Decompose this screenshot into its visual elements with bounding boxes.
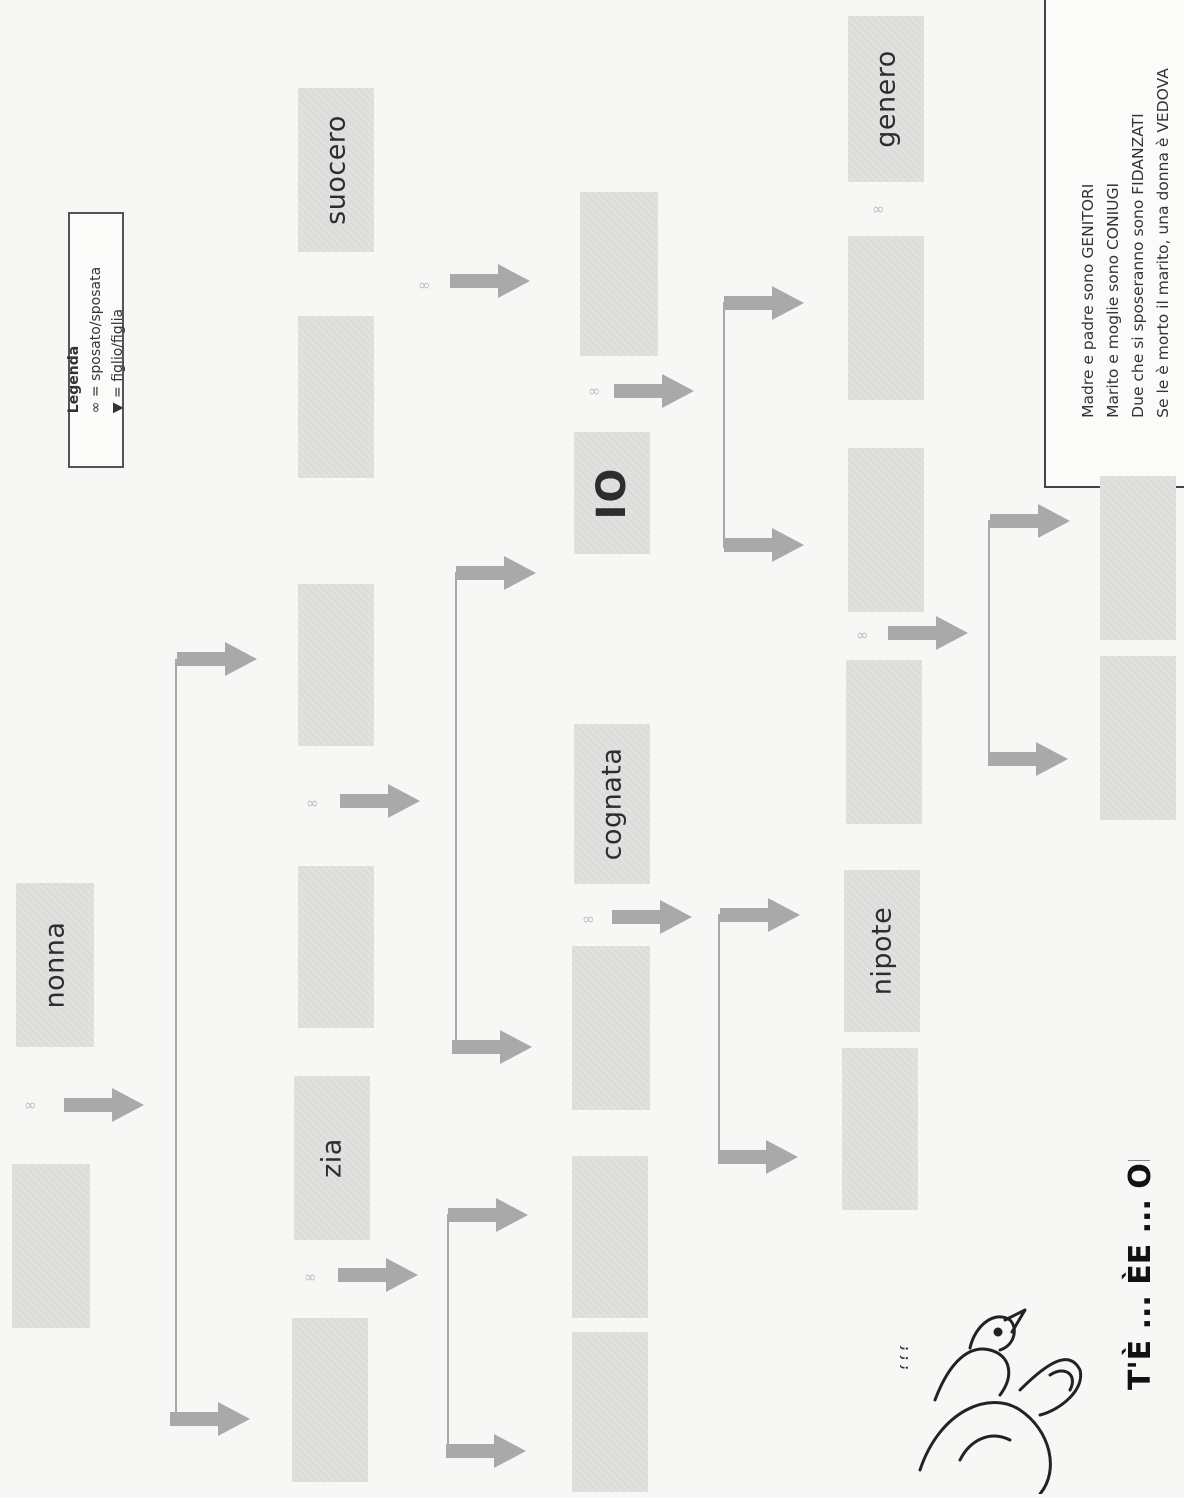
- legend-child-label: = figlio/figlia: [110, 309, 126, 402]
- definitions-content: Madre e padre sono GENITORI Marito e mog…: [1076, 68, 1176, 418]
- arrow-icon: [990, 502, 1070, 540]
- arrow-icon: [452, 1028, 532, 1066]
- box-padre[interactable]: [298, 584, 374, 746]
- box-fratello[interactable]: [572, 946, 650, 1110]
- legend: Legenda ∞ = sposato/sposata ▼ = figlio/f…: [68, 212, 124, 468]
- box-genero[interactable]: genero: [848, 16, 924, 182]
- connector-gen2-left: [455, 572, 467, 1050]
- arrow-icon: [888, 614, 968, 652]
- cartoon-question: ???: [900, 1343, 913, 1372]
- box-moglie[interactable]: [580, 192, 658, 356]
- label-suocero: suocero: [321, 115, 352, 225]
- marriage-symbol: ∞: [856, 626, 869, 644]
- definition-vedova: Se le è morto il marito, una donna è VED…: [1151, 68, 1176, 418]
- definition-fidanzati: Due che si sposeranno sono FIDANZATI: [1126, 68, 1151, 418]
- legend-married-entry: ∞ = sposato/sposata: [85, 267, 107, 413]
- legend-content: Legenda ∞ = sposato/sposata ▼ = figlio/f…: [63, 267, 129, 413]
- label-cognata: cognata: [597, 748, 628, 861]
- marriage-symbol: ∞: [872, 200, 885, 218]
- box-figlio[interactable]: [848, 448, 924, 612]
- box-nipote-figlio-1[interactable]: [1100, 476, 1176, 640]
- marriage-symbol: ∞: [304, 1268, 317, 1286]
- label-genero: genero: [871, 50, 902, 148]
- connector-gen1: [175, 659, 187, 1423]
- box-suocero[interactable]: suocero: [298, 88, 374, 252]
- box-cognata[interactable]: cognata: [574, 724, 650, 884]
- arrow-icon: [456, 554, 536, 592]
- arrow-icon: [724, 526, 804, 564]
- connector-gen3-right: [718, 914, 730, 1160]
- arrow-icon: [450, 262, 530, 300]
- ostrich-cartoon: ??? T'È ... ÈE ... ON ... ARE: [900, 1160, 1184, 1494]
- marriage-symbol: ∞: [582, 910, 595, 928]
- arrow-icon: [988, 740, 1068, 778]
- marriage-symbol: ∞: [418, 276, 431, 294]
- connector-gen4: [988, 520, 1000, 762]
- marriage-symbol: ∞: [306, 794, 319, 812]
- arrow-icon: [718, 1138, 798, 1176]
- box-madre[interactable]: [298, 866, 374, 1028]
- definition-genitori: Madre e padre sono GENITORI: [1076, 68, 1101, 418]
- arrow-icon: [340, 782, 420, 820]
- arrow-icon: [170, 1400, 250, 1438]
- connector-gen2-right: [447, 1214, 459, 1454]
- arrow-icon: [614, 372, 694, 410]
- label-nonna: nonna: [40, 922, 71, 1009]
- arrow-icon: [612, 898, 692, 936]
- box-nonna[interactable]: nonna: [16, 883, 94, 1047]
- box-io[interactable]: IO: [574, 432, 650, 554]
- definitions-box: Madre e padre sono GENITORI Marito e mog…: [1044, 0, 1184, 488]
- box-nipote-figlio-2[interactable]: [1100, 656, 1176, 820]
- legend-child-entry: ▼ = figlio/figlia: [107, 267, 129, 413]
- arrow-icon: [448, 1196, 528, 1234]
- label-nipote: nipote: [867, 907, 898, 995]
- box-nipote[interactable]: nipote: [844, 870, 920, 1032]
- cartoon-caption: T'È ... ÈE ... ON ... ARE: [1122, 1160, 1158, 1390]
- box-zio[interactable]: [292, 1318, 368, 1482]
- box-grandfather[interactable]: [12, 1164, 90, 1328]
- label-zia: zia: [317, 1138, 348, 1178]
- arrow-icon: [64, 1086, 144, 1124]
- box-figlia[interactable]: [848, 236, 924, 400]
- marriage-symbol: ∞: [588, 382, 601, 400]
- label-io: IO: [589, 467, 635, 520]
- marriage-symbol: ∞: [24, 1096, 37, 1114]
- arrow-down-icon: ▼: [110, 402, 126, 413]
- arrow-icon: [720, 896, 800, 934]
- arrow-icon: [177, 640, 257, 678]
- arrow-icon: [446, 1432, 526, 1470]
- connector-gen3-left: [723, 302, 735, 548]
- box-suocera[interactable]: [298, 316, 374, 478]
- box-zia[interactable]: zia: [294, 1076, 370, 1240]
- box-nuora[interactable]: [846, 660, 922, 824]
- box-cugino-1[interactable]: [572, 1156, 648, 1318]
- arrow-icon: [338, 1256, 418, 1294]
- definition-coniugi: Marito e moglie sono CONIUGI: [1101, 68, 1126, 418]
- legend-title: Legenda: [63, 267, 85, 413]
- arrow-icon: [724, 284, 804, 322]
- box-cugino-2[interactable]: [572, 1332, 648, 1492]
